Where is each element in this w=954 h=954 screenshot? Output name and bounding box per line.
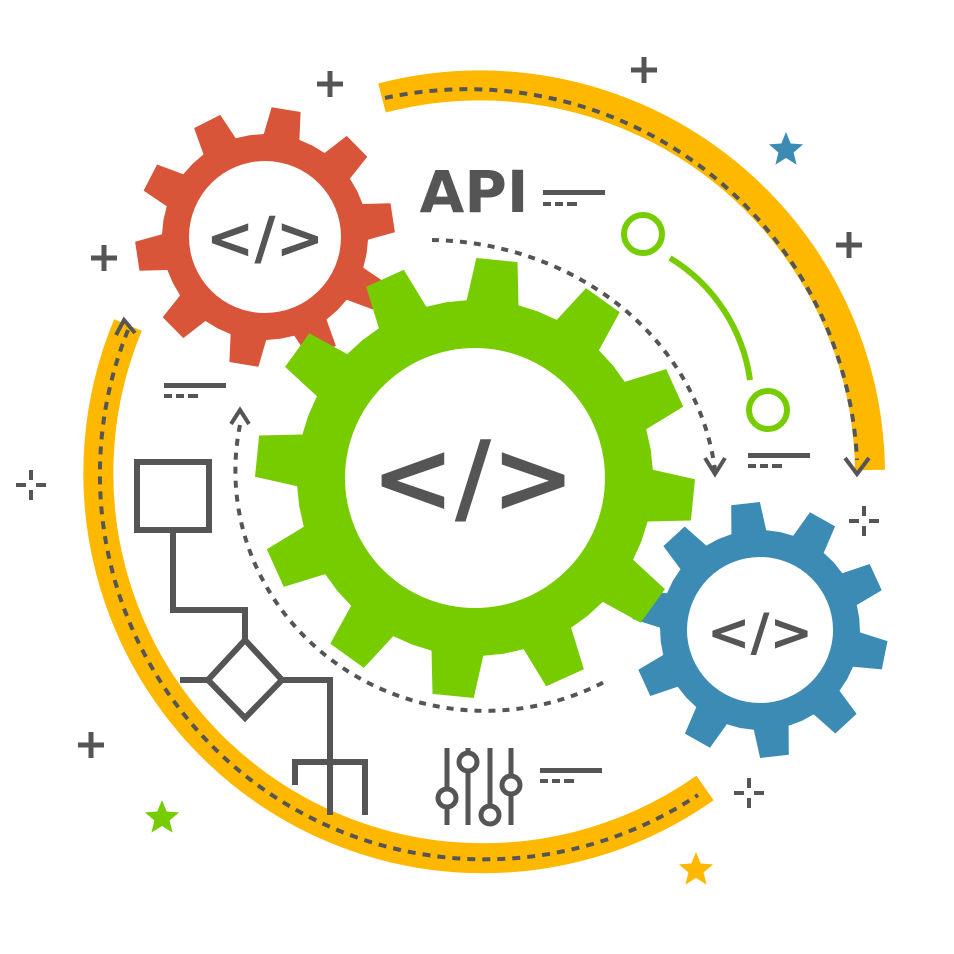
node-circle-top <box>621 212 665 256</box>
gear-blue-hole <box>687 557 833 703</box>
gear-red-hole <box>189 161 341 313</box>
inner-arc-top-right <box>431 238 717 471</box>
ring-arc-top-right <box>378 70 885 471</box>
flowchart-box <box>134 459 212 533</box>
dash-decoration-api <box>543 190 605 206</box>
gear-blue: </> <box>632 502 888 758</box>
star-icon-green <box>144 800 180 833</box>
plus-decorations <box>78 57 862 758</box>
gear-red-code-label: </> <box>206 204 324 272</box>
plus-icon <box>631 57 657 83</box>
dash-decoration-left <box>164 383 226 398</box>
sparkle-icon <box>734 778 764 808</box>
sparkle-icon <box>16 470 46 500</box>
gear-green-hole <box>345 348 605 608</box>
dash-decoration-bottom <box>540 768 602 783</box>
ring-dots-top-right <box>384 87 859 461</box>
ring-dots-left <box>97 329 700 862</box>
plus-icon <box>78 732 104 758</box>
flowchart-decision <box>203 635 287 723</box>
sliders-icon <box>435 748 523 827</box>
gear-red: </> <box>135 107 395 367</box>
sparkle-decorations <box>16 470 879 808</box>
green-connector <box>621 212 790 432</box>
star-icon-orange <box>678 852 714 885</box>
star-icon-blue <box>768 132 804 165</box>
dash-decoration-right <box>748 453 810 468</box>
node-link-line <box>668 255 753 381</box>
star-decorations <box>144 132 804 885</box>
gear-green: </> <box>255 258 695 698</box>
gear-blue-code-label: </> <box>707 603 813 663</box>
sparkle-icon <box>849 506 879 536</box>
arrow-icon-inner-left <box>229 406 251 426</box>
api-label: API <box>420 158 529 226</box>
plus-icon <box>836 232 862 258</box>
inner-arcs <box>229 238 727 713</box>
arrow-icon-right <box>843 456 871 478</box>
node-circle-bottom <box>746 388 790 432</box>
plus-icon <box>317 71 343 97</box>
flowchart-icon <box>134 459 368 815</box>
arrow-icon-left <box>114 316 137 336</box>
plus-icon <box>91 245 117 271</box>
arrow-icon-inner-right <box>703 456 727 478</box>
gear-green-code-label: </> <box>371 419 575 536</box>
outer-ring <box>83 70 885 874</box>
